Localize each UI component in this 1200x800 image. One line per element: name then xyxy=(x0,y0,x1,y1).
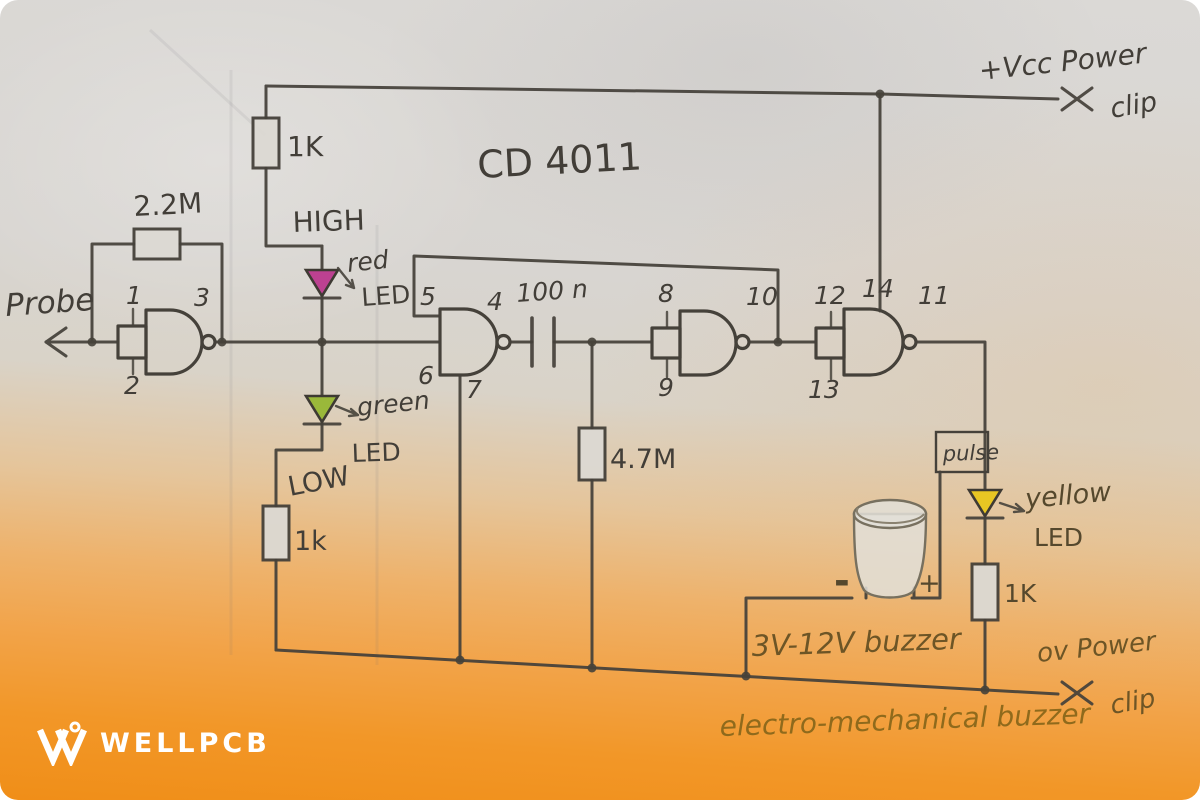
r-top-label: 1K xyxy=(287,130,324,163)
buzzer-symbol xyxy=(852,498,928,599)
red-led-sub: LED xyxy=(360,280,411,312)
pin-14: 14 xyxy=(862,274,894,303)
capacitor-100n xyxy=(530,316,556,368)
led-symbols xyxy=(302,266,1026,520)
resistor-1k-low xyxy=(261,504,291,562)
pin-11: 11 xyxy=(918,281,950,310)
wellpcb-logo-text: WELLPCB xyxy=(100,727,271,759)
nand-gate-4 xyxy=(814,307,918,377)
nand-gates xyxy=(116,307,918,377)
pin-12: 12 xyxy=(814,281,846,310)
red-led-label: red xyxy=(346,245,390,278)
r-low-label: 1k xyxy=(294,526,327,557)
ic-title: CD 4011 xyxy=(476,134,643,187)
resistor-1k-top xyxy=(251,116,281,170)
buzzer-plus: + xyxy=(918,568,941,599)
gnd-label: ov Power xyxy=(1036,626,1160,669)
resistor-1k-led xyxy=(970,562,1000,622)
pin-13: 13 xyxy=(808,375,840,404)
r-led-label: 1K xyxy=(1004,579,1037,608)
vcc-label: +Vcc Power xyxy=(977,36,1149,87)
nand-gate-1 xyxy=(116,308,217,376)
nand-gate-3 xyxy=(650,309,751,377)
pin-6: 6 xyxy=(418,361,434,390)
yellow-led-sub: LED xyxy=(1034,523,1083,552)
wire-feedback-2m2 xyxy=(90,242,224,344)
resistor-2m2-feedback xyxy=(132,227,182,261)
wellpcb-logo: WELLPCB xyxy=(34,720,271,766)
green-led-label: green xyxy=(356,386,431,422)
high-label: HIGH xyxy=(292,204,365,239)
wire-gnd-rail xyxy=(274,648,1060,696)
probe-arrowhead xyxy=(44,326,68,358)
wire-osc-feedback xyxy=(412,254,780,344)
junction-dots xyxy=(87,89,990,695)
green-led-pointer xyxy=(334,404,360,418)
pin-3: 3 xyxy=(194,283,210,312)
pin-ticks xyxy=(131,307,833,381)
low-label: LOW xyxy=(285,461,352,503)
r-feedback-label: 2.2M xyxy=(133,186,203,223)
pulse-box xyxy=(934,430,990,474)
pulse-label: pulse xyxy=(941,440,999,466)
wire-vcc-rail xyxy=(264,84,1060,101)
pin-1: 1 xyxy=(126,281,142,310)
red-led-symbol xyxy=(302,266,356,300)
wires xyxy=(44,84,1060,696)
paper-creases xyxy=(148,28,379,665)
pin-numbers: 1 2 3 5 6 4 7 8 9 10 12 13 14 11 xyxy=(124,274,950,404)
clip-symbols xyxy=(1060,86,1094,706)
pin-8: 8 xyxy=(658,279,674,308)
nand-gate-2 xyxy=(438,307,512,377)
green-led-sub: LED xyxy=(351,437,401,468)
pin-7: 7 xyxy=(466,375,482,404)
pin-2: 2 xyxy=(124,371,140,400)
vcc-clip-label: clip xyxy=(1108,86,1160,125)
wire-high-node xyxy=(264,166,324,248)
gnd-clip-icon xyxy=(1060,680,1094,706)
probe-label: Probe xyxy=(4,282,95,324)
resistors xyxy=(132,116,1000,622)
wire-buzzer xyxy=(744,470,942,678)
pin-9: 9 xyxy=(658,373,674,402)
wire-gate4-out xyxy=(914,340,987,492)
buzzer-minus: - xyxy=(834,559,850,603)
cap-label: 100 n xyxy=(515,274,588,308)
yellow-led-symbol xyxy=(965,488,1026,520)
yellow-led-label: yellow xyxy=(1023,476,1113,515)
pin-5: 5 xyxy=(420,282,436,311)
gnd-clip-label: clip xyxy=(1108,683,1158,720)
green-led-symbol xyxy=(302,394,360,426)
buzzer-caption: electro-mechanical buzzer xyxy=(719,697,1092,743)
wellpcb-w-icon xyxy=(37,721,87,766)
yellow-led-pointer xyxy=(998,501,1026,514)
resistor-4m7-timing xyxy=(577,426,607,482)
pin-4: 4 xyxy=(487,287,503,316)
r-timing-label: 4.7M xyxy=(610,444,676,475)
red-led-pointer xyxy=(336,266,356,290)
buzzer-label: 3V-12V buzzer xyxy=(751,622,963,663)
vcc-clip-icon xyxy=(1060,86,1094,112)
pin-10: 10 xyxy=(746,282,778,311)
wire-led-chain xyxy=(274,244,324,508)
